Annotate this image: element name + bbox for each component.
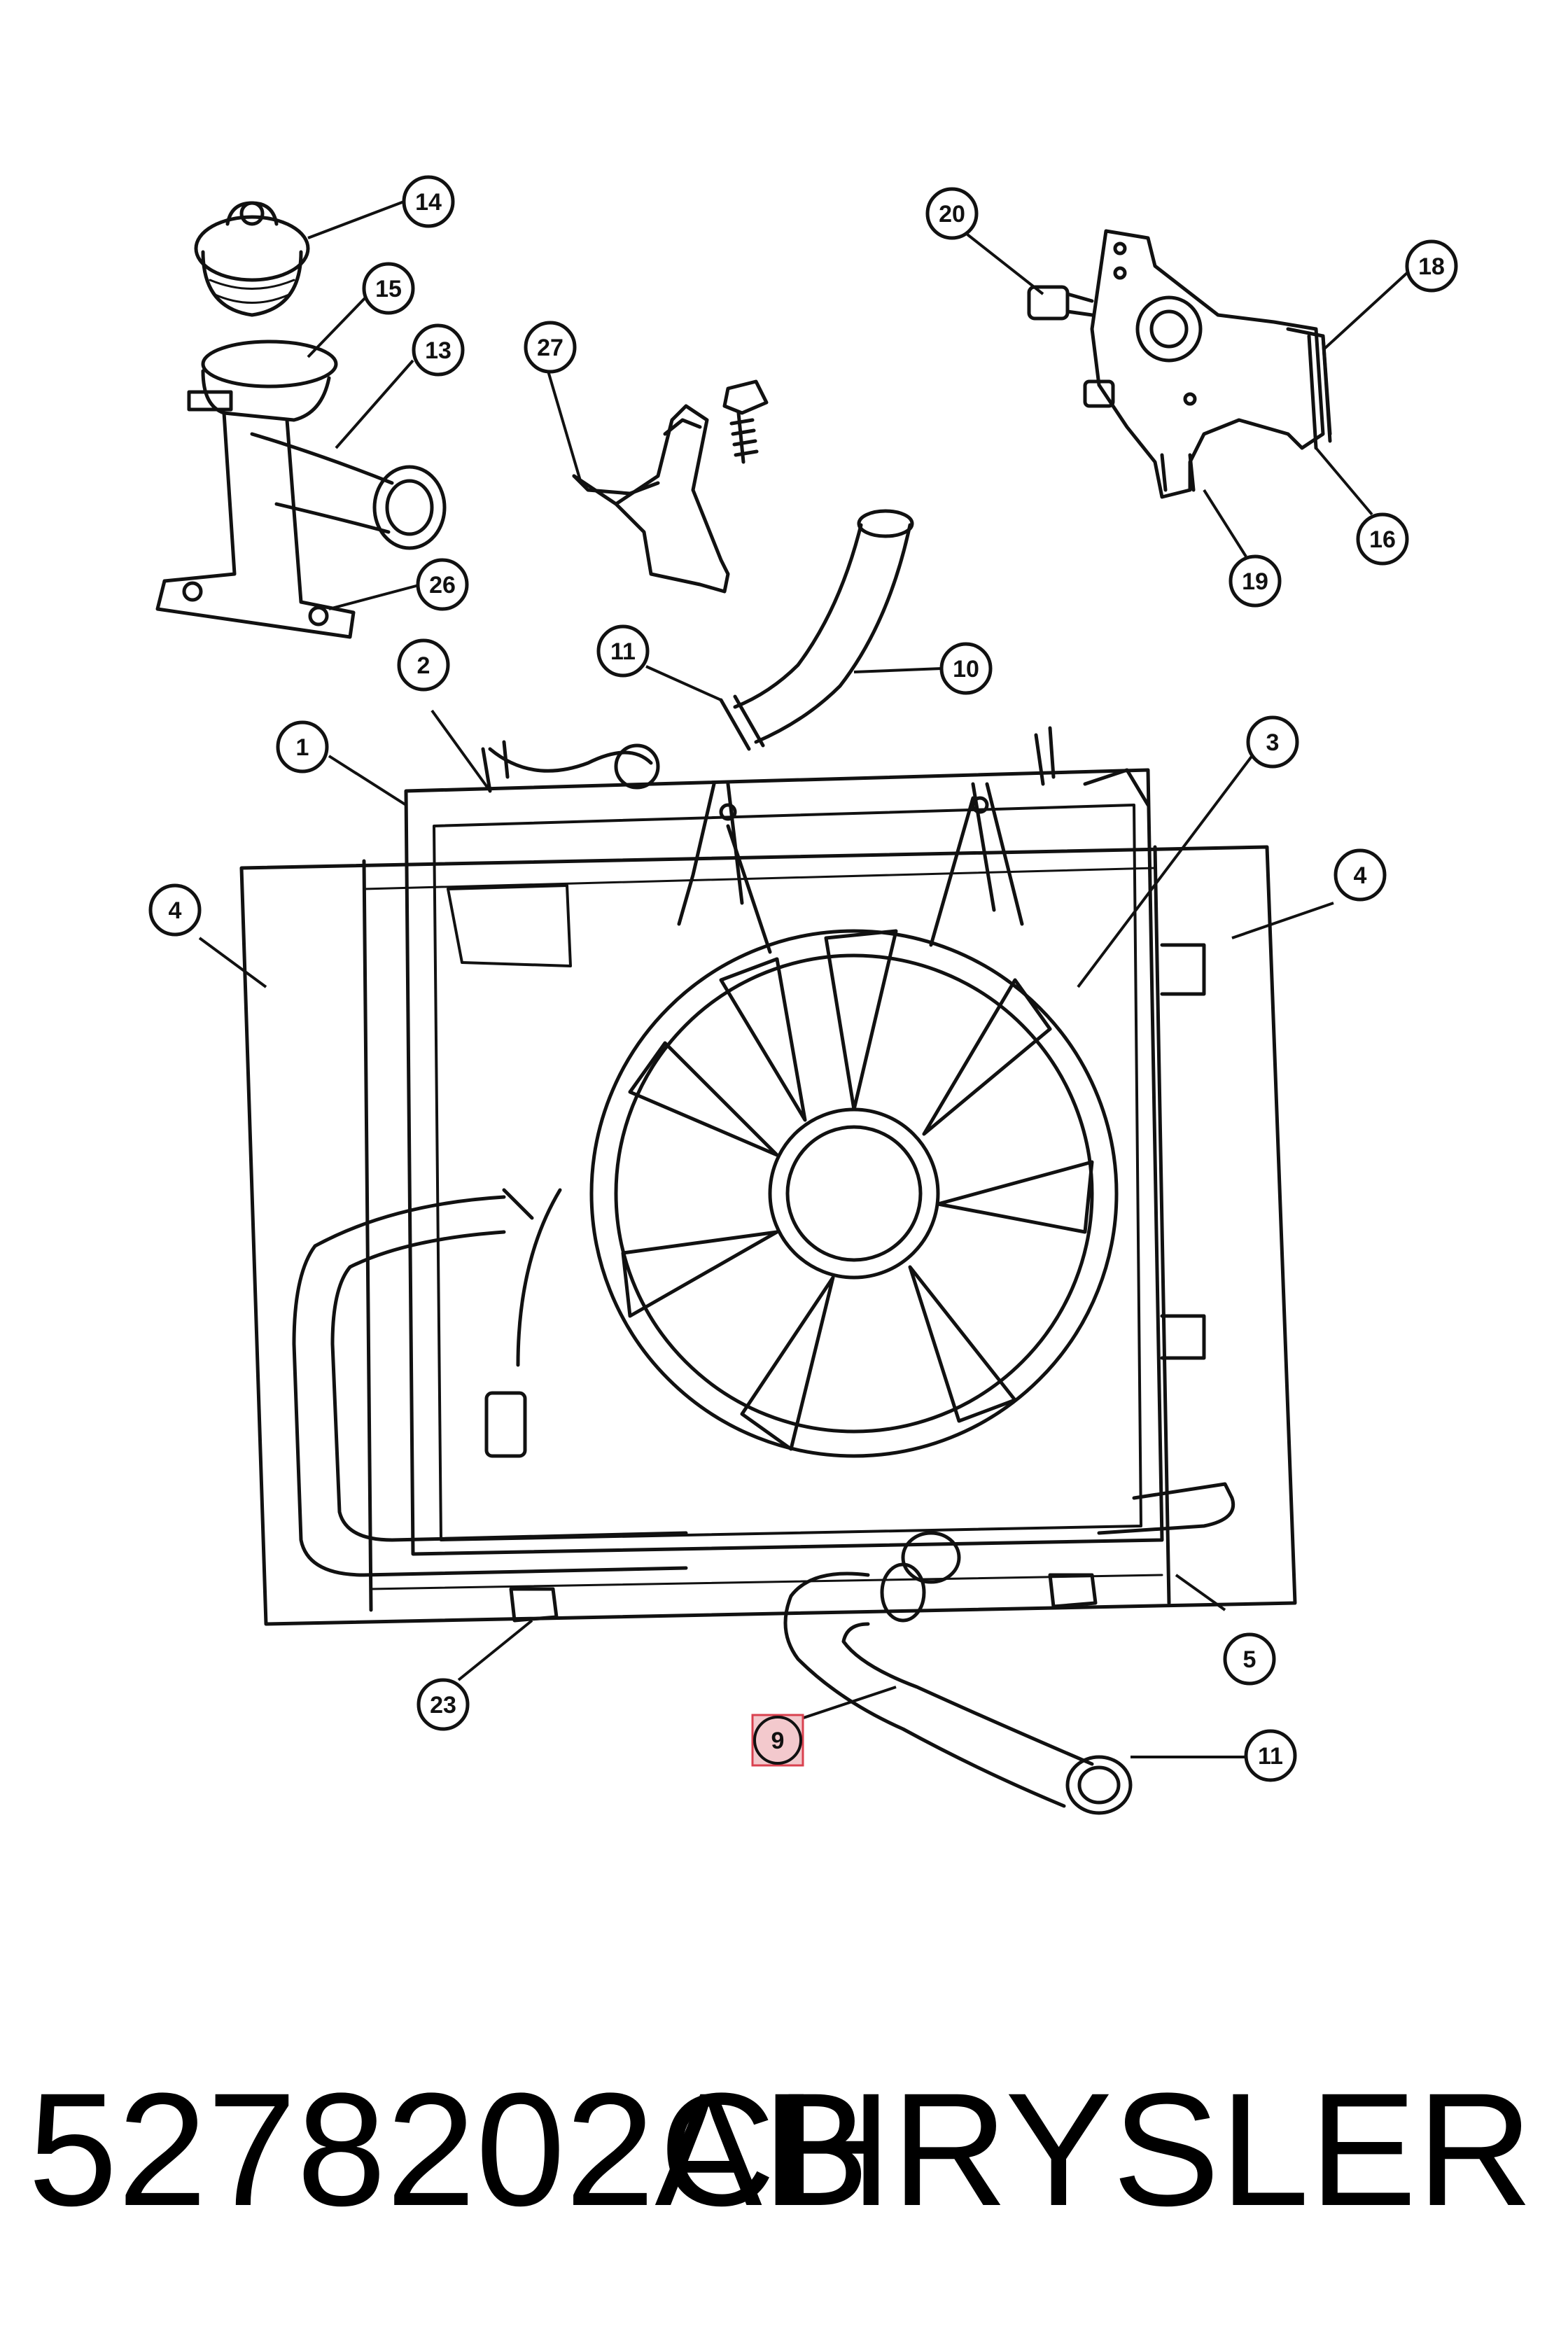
gasket-part bbox=[201, 340, 338, 388]
callout-label: 9 bbox=[771, 1728, 785, 1754]
callout-11-lower[interactable]: 11 bbox=[1244, 1729, 1297, 1782]
caption: 5278202AB CHRYSLER bbox=[28, 2059, 1533, 2239]
callout-label: 26 bbox=[429, 572, 456, 598]
bracket-part bbox=[572, 404, 730, 594]
callout-10[interactable]: 10 bbox=[939, 642, 993, 695]
callout-5[interactable]: 5 bbox=[1223, 1632, 1276, 1686]
callout-label: 19 bbox=[1242, 568, 1268, 595]
callout-9-highlighted[interactable]: 9 bbox=[751, 1714, 804, 1767]
callout-label: 4 bbox=[1354, 862, 1367, 889]
callout-4-right[interactable]: 4 bbox=[1334, 848, 1387, 902]
callout-11-upper[interactable]: 11 bbox=[596, 624, 650, 678]
callout-label: 18 bbox=[1418, 253, 1445, 280]
callout-label: 11 bbox=[610, 638, 636, 665]
callout-label: 3 bbox=[1266, 729, 1280, 756]
callout-18[interactable]: 18 bbox=[1405, 239, 1458, 293]
drain-plug-part bbox=[509, 1573, 1098, 1623]
callout-label: 11 bbox=[1258, 1743, 1283, 1770]
callout-23[interactable]: 23 bbox=[416, 1678, 470, 1731]
lower-hose-part bbox=[783, 1531, 1133, 1815]
fan-shroud-part bbox=[404, 726, 1206, 1556]
callout-label: 1 bbox=[296, 734, 309, 761]
callout-27[interactable]: 27 bbox=[524, 321, 577, 374]
callout-label: 10 bbox=[953, 656, 979, 682]
callout-15[interactable]: 15 bbox=[362, 262, 415, 315]
callout-13[interactable]: 13 bbox=[412, 323, 465, 377]
callout-label: 14 bbox=[415, 189, 442, 216]
callout-2[interactable]: 2 bbox=[397, 638, 450, 692]
thermostat-part bbox=[194, 201, 310, 317]
callout-20[interactable]: 20 bbox=[925, 187, 979, 240]
callout-4-left[interactable]: 4 bbox=[148, 883, 202, 937]
callout-1[interactable]: 1 bbox=[276, 720, 329, 774]
callout-16[interactable]: 16 bbox=[1356, 512, 1409, 566]
oil-cooler-lines-part bbox=[292, 1188, 1235, 1577]
callout-19[interactable]: 19 bbox=[1228, 554, 1282, 608]
callout-label: 23 bbox=[430, 1692, 456, 1718]
callout-label: 2 bbox=[417, 652, 430, 679]
leader-lines bbox=[198, 200, 1408, 1758]
callout-26[interactable]: 26 bbox=[416, 558, 469, 611]
bolt-part bbox=[722, 379, 769, 464]
upper-hose-part bbox=[719, 509, 914, 751]
thermostat-housing-part bbox=[155, 369, 447, 639]
callout-3[interactable]: 3 bbox=[1246, 715, 1299, 769]
callout-14[interactable]: 14 bbox=[402, 175, 455, 228]
callout-label: 13 bbox=[425, 337, 451, 364]
radiator-part bbox=[239, 845, 1297, 1626]
cooling-fan-part bbox=[589, 796, 1119, 1458]
callout-label: 16 bbox=[1369, 526, 1396, 553]
callout-label: 4 bbox=[169, 897, 182, 924]
part-number-text: 5278202AB bbox=[28, 2059, 869, 2239]
coolant-housing-part bbox=[1027, 229, 1332, 499]
callout-label: 20 bbox=[939, 201, 965, 227]
callout-label: 5 bbox=[1243, 1646, 1256, 1673]
callout-label: 15 bbox=[375, 276, 402, 302]
brand-text: CHRYSLER bbox=[659, 2059, 1533, 2239]
callout-label: 27 bbox=[537, 335, 564, 361]
parts-diagram: 14 15 13 27 26 20 18 16 19 11 10 2 bbox=[148, 175, 1458, 1815]
